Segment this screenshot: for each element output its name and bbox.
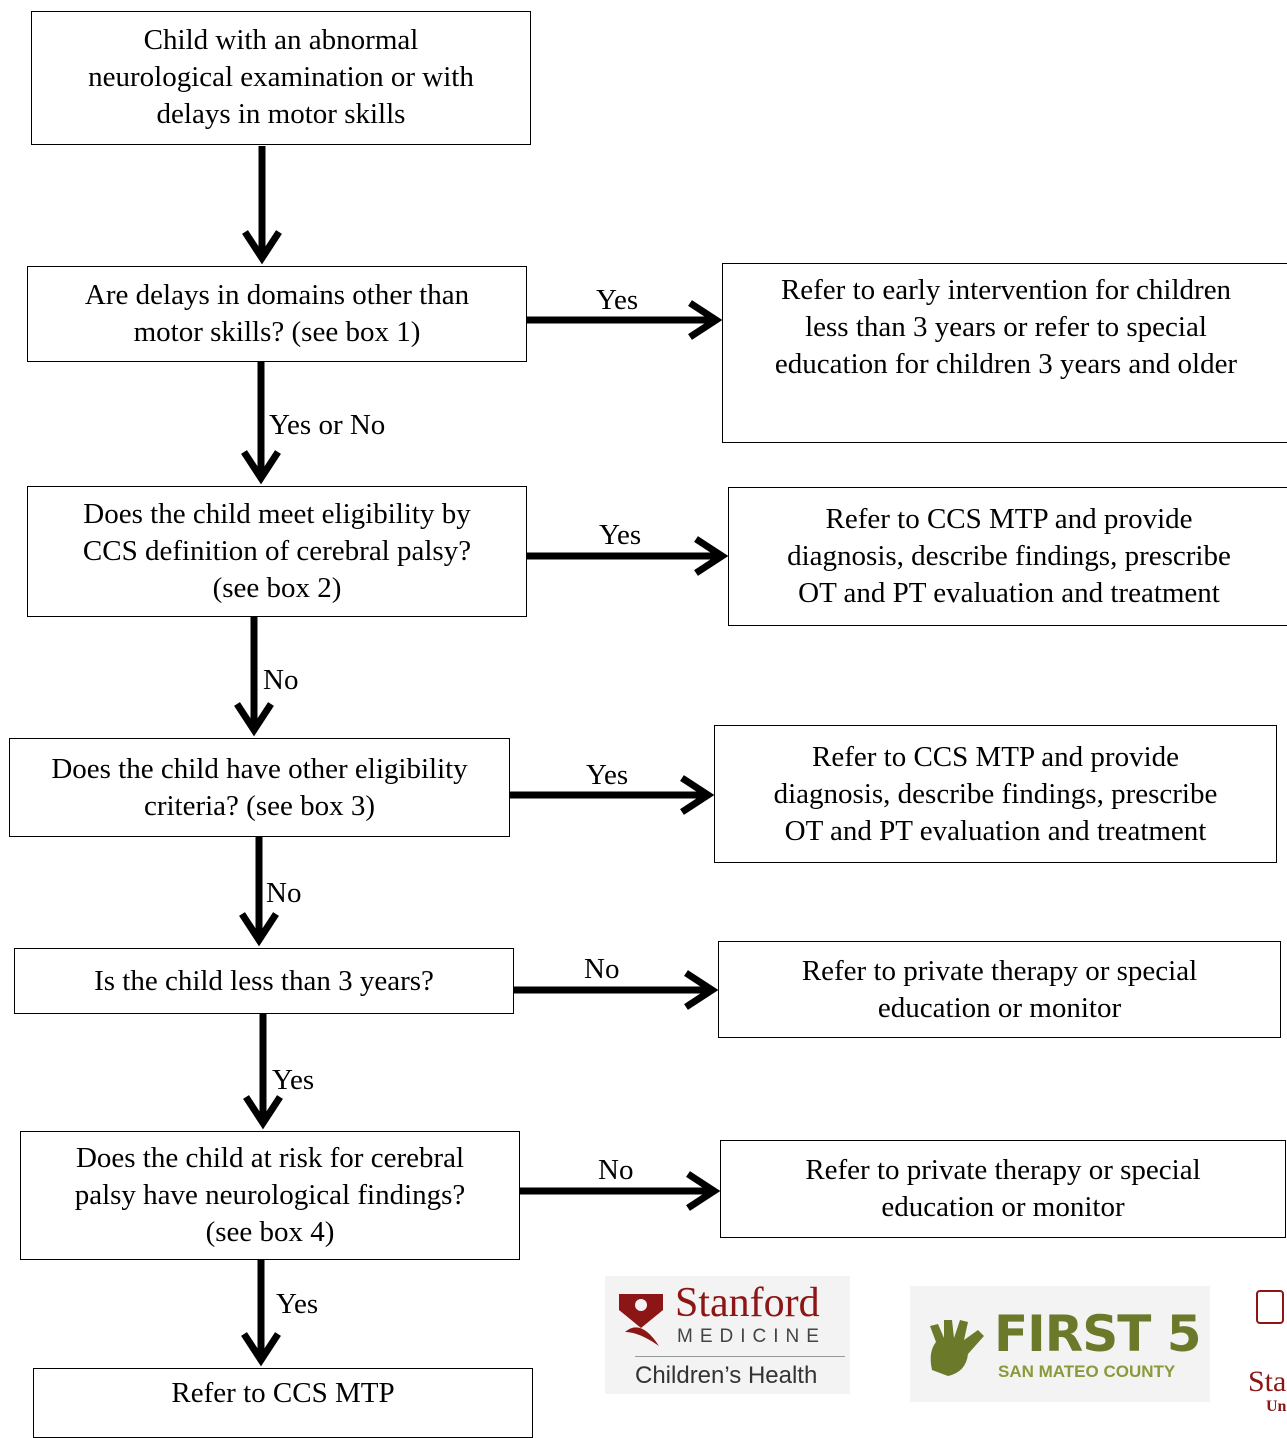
- arrow-q2-to-r2: [527, 536, 729, 576]
- seal-icon: [1256, 1290, 1284, 1324]
- question-other-eligibility: Does the child have other eligibility cr…: [9, 738, 510, 837]
- first5-wordmark: FIRST 5: [994, 1305, 1202, 1363]
- label-q1-yes: Yes: [596, 284, 639, 316]
- question-less-than-3-years: Is the child less than 3 years?: [14, 948, 514, 1014]
- start-box: Child with an abnormal neurological exam…: [31, 11, 531, 145]
- box-line: Does the child have other eligibility: [51, 752, 468, 785]
- box-line: criteria? (see box 3): [143, 789, 376, 822]
- university-subtext: Un: [1266, 1398, 1287, 1415]
- box-line: education or monitor: [881, 1191, 1125, 1223]
- box-line: education for children 3 years and older: [774, 348, 1238, 380]
- medicine-wordmark: MEDICINE: [677, 1326, 826, 1347]
- box-line: education or monitor: [877, 991, 1122, 1024]
- hand-icon: [930, 1320, 984, 1376]
- label-q3-yes: Yes: [586, 759, 629, 791]
- label-q5-yes: Yes: [276, 1288, 319, 1320]
- label-q3-no: No: [266, 877, 302, 909]
- stanford-tree-icon: [619, 1294, 663, 1346]
- box-line: Refer to private therapy or special: [801, 954, 1198, 987]
- box-line: CCS definition of cerebral palsy?: [82, 535, 472, 567]
- box-line: Refer to CCS MTP and provide: [811, 740, 1180, 773]
- box-line: (see box 4): [205, 1216, 335, 1248]
- logo-divider: [635, 1356, 845, 1357]
- box-line: Refer to CCS MTP: [171, 1377, 395, 1409]
- label-q2-yes: Yes: [599, 519, 642, 551]
- box-line: delays in motor skills: [156, 98, 406, 130]
- box-line: diagnosis, describe findings, prescribe: [773, 777, 1218, 810]
- question-delays-other-domains: Are delays in domains other than motor s…: [27, 266, 527, 362]
- arrow-start-to-q1: [242, 146, 282, 265]
- box-line: Refer to early intervention for children: [780, 274, 1232, 306]
- arrow-q3-to-q4: [239, 837, 279, 947]
- stanford-medicine-logo: Stanford MEDICINE Children’s Health: [605, 1276, 850, 1394]
- box-line: OT and PT evaluation and treatment: [784, 814, 1207, 847]
- box-line: palsy have neurological findings?: [74, 1179, 466, 1211]
- label-q4-no: No: [584, 953, 620, 985]
- arrow-q5-to-end: [241, 1260, 281, 1367]
- box-line: OT and PT evaluation and treatment: [798, 577, 1220, 609]
- label-q5-no: No: [598, 1154, 634, 1186]
- referral-ccs-mtp-2: Refer to CCS MTP and provide diagnosis, …: [714, 725, 1277, 863]
- box-line: Is the child less than 3 years?: [94, 964, 434, 997]
- box-line: Are delays in domains other than: [84, 279, 470, 311]
- stanford-wordmark: Stanford: [675, 1280, 820, 1326]
- box-line: Refer to CCS MTP and provide: [825, 503, 1193, 535]
- san-mateo-county-text: SAN MATEO COUNTY: [998, 1362, 1176, 1381]
- arrow-q1-to-r1: [527, 300, 723, 340]
- referral-private-therapy-1: Refer to private therapy or special educ…: [718, 941, 1281, 1038]
- question-neurological-findings: Does the child at risk for cerebral pals…: [20, 1131, 520, 1260]
- first5-logo: FIRST 5 SAN MATEO COUNTY: [910, 1286, 1210, 1402]
- arrow-q4-to-r4: [514, 970, 719, 1010]
- arrow-q2-to-q3: [234, 617, 274, 737]
- arrow-q5-to-r5: [520, 1171, 721, 1211]
- box-line: Does the child meet eligibility by: [83, 498, 471, 530]
- university-wordmark: Sta: [1248, 1365, 1287, 1398]
- referral-early-intervention: Refer to early intervention for children…: [722, 263, 1287, 443]
- stanford-university-logo: Sta Un: [1246, 1286, 1287, 1429]
- label-q1-yes-or-no: Yes or No: [269, 409, 386, 441]
- childrens-health-text: Children’s Health: [635, 1362, 818, 1389]
- arrow-q4-to-q5: [243, 1014, 283, 1130]
- arrow-q3-to-r3: [510, 775, 715, 815]
- final-referral-ccs-mtp: Refer to CCS MTP: [33, 1368, 533, 1438]
- box-line: diagnosis, describe findings, prescribe: [787, 540, 1231, 572]
- referral-ccs-mtp-1: Refer to CCS MTP and provide diagnosis, …: [728, 487, 1287, 626]
- box-line: Child with an abnormal: [143, 24, 419, 56]
- arrow-q1-to-q2: [241, 362, 281, 485]
- box-line: Does the child at risk for cerebral: [75, 1142, 465, 1174]
- referral-private-therapy-2: Refer to private therapy or special educ…: [720, 1140, 1286, 1238]
- question-ccs-cerebral-palsy: Does the child meet eligibility by CCS d…: [27, 486, 527, 617]
- box-line: motor skills? (see box 1): [133, 316, 421, 348]
- box-line: Refer to private therapy or special: [805, 1154, 1201, 1186]
- label-q4-yes: Yes: [272, 1064, 315, 1096]
- box-line: less than 3 years or refer to special: [805, 311, 1207, 343]
- box-line: neurological examination or with: [88, 61, 474, 93]
- label-q2-no: No: [263, 664, 299, 696]
- box-line: (see box 2): [212, 572, 342, 604]
